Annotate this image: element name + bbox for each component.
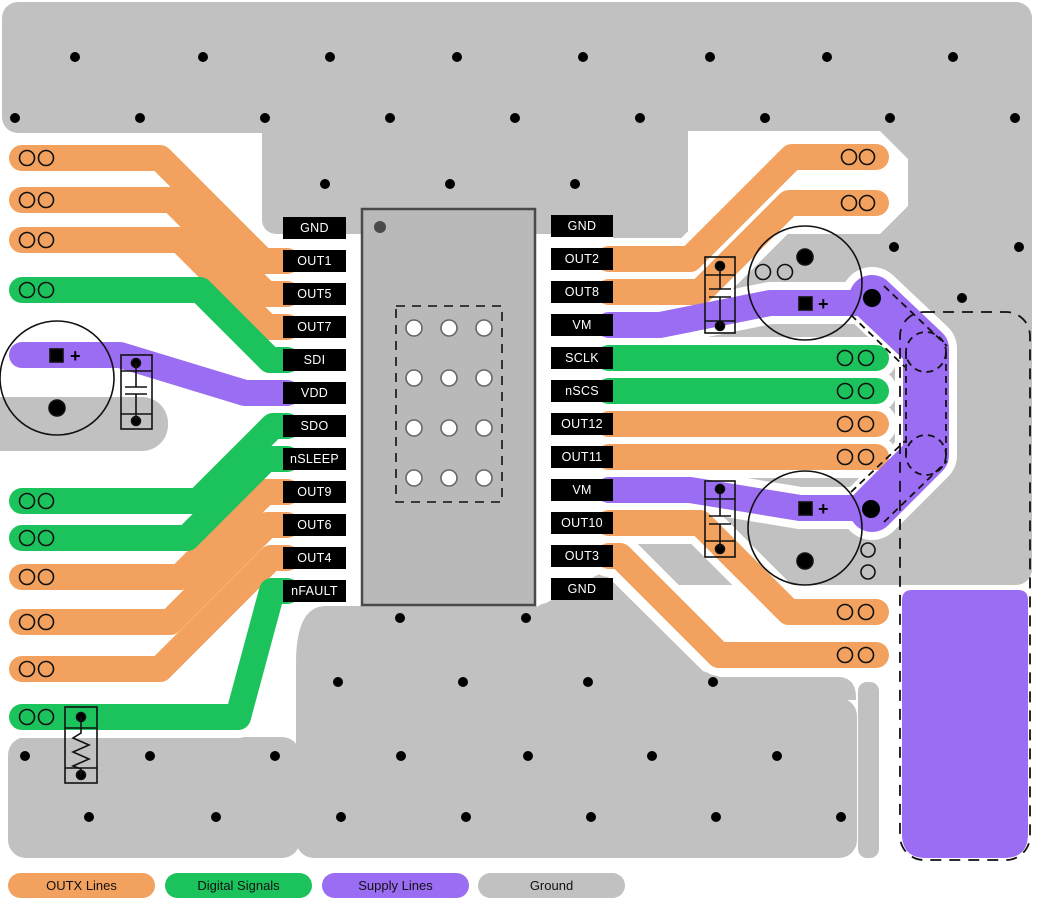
driver-ic (360, 207, 537, 607)
capacitor-lower-right (704, 480, 736, 558)
supply-traces (9, 275, 949, 532)
digital-traces (9, 277, 889, 730)
plus-mark-top-right: + (818, 294, 829, 314)
pin-label-vdd: VDD (283, 382, 346, 404)
pin-label-out8: OUT8 (551, 281, 613, 303)
pin-label-nsleep: nSLEEP (283, 448, 346, 470)
plus-mark-lower-right: + (818, 499, 829, 519)
pin-label-vm-top: VM (551, 314, 613, 336)
legend-supply-lines: Supply Lines (322, 873, 469, 898)
capacitor-left (120, 354, 153, 430)
pin-label-out7: OUT7 (283, 316, 346, 338)
pin-label-out6: OUT6 (283, 514, 346, 536)
capacitor-top-right (704, 256, 736, 334)
bulk-capacitor-left (0, 320, 115, 436)
pin-label-sclk: SCLK (551, 347, 613, 369)
pin-label-out2: OUT2 (551, 248, 613, 270)
pin-label-out1: OUT1 (283, 250, 346, 272)
component-footprints (0, 225, 876, 784)
pin-label-out11: OUT11 (551, 446, 613, 468)
thermal-pad-outline (395, 305, 503, 503)
ground-vias (10, 52, 1024, 822)
pin-label-vm-bottom: VM (551, 479, 613, 501)
pin-label-nfault: nFAULT (283, 580, 346, 602)
plus-marks: + + + (70, 294, 829, 519)
resistor-footprint (64, 706, 98, 784)
supply-pour (902, 590, 1028, 858)
pin-label-sdi: SDI (283, 349, 346, 371)
pin-label-out12: OUT12 (551, 413, 613, 435)
thermal-vias (405, 319, 493, 487)
bulk-capacitor-lower-right (747, 470, 876, 586)
signal-traces (9, 144, 949, 730)
legend-digital-signals: Digital Signals (165, 873, 312, 898)
legend-outx-lines: OUTX Lines (8, 873, 155, 898)
bulk-capacitor-top-right (747, 225, 863, 341)
legend-ground: Ground (478, 873, 625, 898)
stub-pads (18, 148, 876, 726)
pin-label-nscs: nSCS (551, 380, 613, 402)
pin-label-gnd-right-top: GND (551, 215, 613, 237)
pin-label-out3: OUT3 (551, 545, 613, 567)
pin-label-out5: OUT5 (283, 283, 346, 305)
dashed-outlines (850, 285, 1031, 861)
outx-traces (9, 144, 889, 682)
pin-label-out10: OUT10 (551, 512, 613, 534)
pin-label-out4: OUT4 (283, 547, 346, 569)
pin1-marker (374, 221, 386, 233)
pin-label-out9: OUT9 (283, 481, 346, 503)
pin-label-gnd-right-bottom: GND (551, 578, 613, 600)
pin-label-gnd-left: GND (283, 217, 346, 239)
supply-vias (862, 289, 881, 518)
pin-label-sdo: SDO (283, 415, 346, 437)
plus-mark-left: + (70, 346, 81, 366)
